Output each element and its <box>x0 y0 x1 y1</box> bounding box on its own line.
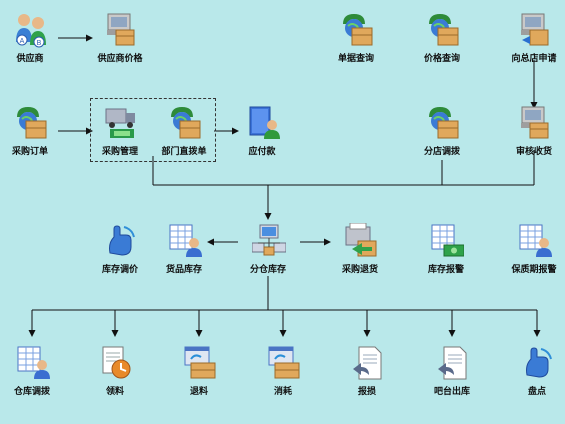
node-label: 库存报警 <box>427 265 464 275</box>
computer-box-icon <box>104 12 138 48</box>
svg-text:B: B <box>37 40 42 47</box>
node-label: 分店调拨 <box>423 147 460 157</box>
node-material-pick[interactable]: 领料 <box>79 343 151 405</box>
node-label: 吧台出库 <box>433 387 470 397</box>
node-warehouse-transfer[interactable]: 仓库调拨 <box>0 343 68 405</box>
node-material-return[interactable]: 退料 <box>163 343 235 405</box>
node-label: 审核收货 <box>515 147 552 157</box>
node-direct-transfer[interactable]: 部门直拨单 <box>148 103 220 165</box>
node-price-query[interactable]: 价格查询 <box>406 10 478 72</box>
node-supplier-price[interactable]: 供应商价格 <box>84 10 156 72</box>
truck-icon <box>104 105 138 141</box>
table-person-icon <box>16 345 50 381</box>
node-branch-transfer[interactable]: 分店调拨 <box>406 103 478 165</box>
node-label: 采购管理 <box>101 147 138 157</box>
node-label: 盘点 <box>527 387 546 397</box>
node-label: 消耗 <box>273 387 292 397</box>
node-consumption[interactable]: 消耗 <box>247 343 319 405</box>
node-supplier[interactable]: A B 供应商 <box>0 10 66 72</box>
node-label: 退料 <box>189 387 208 397</box>
node-label: 领料 <box>105 387 124 397</box>
phone-box-icon <box>340 12 374 48</box>
node-label: 库存调价 <box>101 265 138 275</box>
window-box-icon <box>183 345 217 381</box>
node-label: 价格查询 <box>423 54 460 64</box>
table-person-icon <box>518 223 552 259</box>
node-label: 报损 <box>357 387 376 397</box>
node-inventory-count[interactable]: 盘点 <box>501 343 565 405</box>
node-label: 单据查询 <box>337 54 374 64</box>
svg-text:A: A <box>20 38 25 45</box>
node-label: 部门直拨单 <box>161 147 207 157</box>
doc-arrow-icon <box>436 345 470 381</box>
node-stock-adjust[interactable]: 库存调价 <box>84 221 156 283</box>
node-label: 供应商价格 <box>97 54 143 64</box>
table-person-icon <box>168 223 202 259</box>
node-label: 采购订单 <box>11 147 48 157</box>
node-label: 供应商 <box>16 54 44 64</box>
node-goods-stock[interactable]: 货品库存 <box>148 221 220 283</box>
node-stock-alert[interactable]: 库存报警 <box>410 221 482 283</box>
node-purchase-return[interactable]: 采购退货 <box>324 221 396 283</box>
doc-clock-icon <box>99 345 133 381</box>
node-branch-stock[interactable]: 分仓库存 <box>232 221 304 283</box>
node-label: 应付款 <box>248 147 276 157</box>
network-icon <box>252 223 286 259</box>
node-purchase-order[interactable]: 采购订单 <box>0 103 66 165</box>
node-store-request[interactable]: 向总店申请 <box>498 10 565 72</box>
purchase-group-box <box>90 98 216 162</box>
doc-arrow-icon <box>351 345 385 381</box>
node-bar-outbound[interactable]: 吧台出库 <box>416 343 488 405</box>
node-label: 分仓库存 <box>249 265 286 275</box>
phone-box-icon <box>168 105 202 141</box>
node-purchase-mgmt[interactable]: 采购管理 <box>84 103 156 165</box>
node-payables[interactable]: 应付款 <box>226 103 298 165</box>
computer-box-icon <box>518 105 552 141</box>
node-label: 仓库调拨 <box>13 387 50 397</box>
hand-icon <box>521 345 555 381</box>
phone-box-icon <box>426 105 460 141</box>
node-review-receive[interactable]: 审核收货 <box>498 103 565 165</box>
hand-icon <box>104 223 138 259</box>
node-label: 货品库存 <box>165 265 202 275</box>
node-doc-query[interactable]: 单据查询 <box>320 10 392 72</box>
node-label: 采购退货 <box>341 265 378 275</box>
window-box-icon <box>267 345 301 381</box>
phone-box-icon <box>14 105 48 141</box>
node-expiry-alert[interactable]: 保质期报警 <box>498 221 565 283</box>
node-label: 向总店申请 <box>511 54 557 64</box>
computer-box-icon <box>518 12 552 48</box>
supplier-users-icon: A B <box>14 12 48 48</box>
phone-box-icon <box>426 12 460 48</box>
table-money-icon <box>430 223 464 259</box>
node-label: 保质期报警 <box>511 265 557 275</box>
printer-box-icon <box>344 223 378 259</box>
node-loss-report[interactable]: 报损 <box>331 343 403 405</box>
book-person-icon <box>246 105 280 141</box>
